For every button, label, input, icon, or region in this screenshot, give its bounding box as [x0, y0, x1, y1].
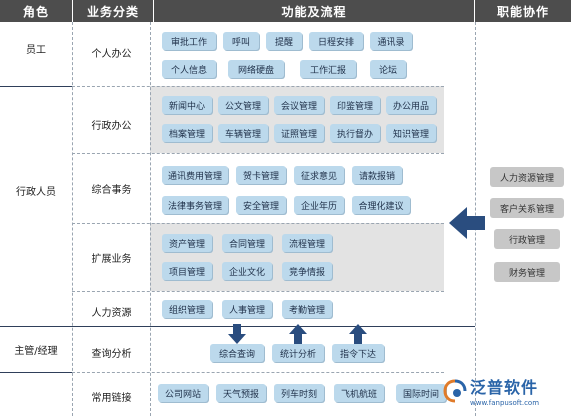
separator-row-3 — [72, 223, 444, 224]
pill-meeting[interactable]: 会议管理 — [274, 96, 324, 114]
header-category: 业务分类 — [73, 0, 153, 22]
pill-intl-time[interactable]: 国际时间 — [396, 384, 446, 402]
header-role: 角色 — [0, 0, 72, 22]
collab-finance[interactable]: 财务管理 — [494, 262, 560, 282]
pill-query[interactable]: 综合查询 — [210, 344, 264, 362]
pill-personal-info[interactable]: 个人信息 — [162, 60, 216, 78]
separator-row-6 — [72, 372, 444, 373]
pill-process[interactable]: 流程管理 — [282, 234, 332, 252]
category-query: 查询分析 — [91, 348, 132, 360]
arrow-down-icon — [228, 324, 246, 344]
pill-supervise[interactable]: 执行督办 — [330, 124, 380, 142]
pill-archive[interactable]: 档案管理 — [162, 124, 212, 142]
pill-call[interactable]: 呼叫 — [223, 32, 259, 50]
separator-role-1 — [0, 86, 72, 87]
pill-suggestion[interactable]: 合理化建议 — [352, 196, 410, 214]
pill-news[interactable]: 新闻中心 — [162, 96, 212, 114]
header-collab: 职能协作 — [475, 0, 571, 22]
role-manager: 主管/经理 — [14, 345, 58, 357]
collab-hr[interactable]: 人力资源管理 — [490, 167, 564, 187]
separator-row-4 — [72, 291, 444, 292]
pill-net-disk[interactable]: 网络硬盘 — [228, 60, 284, 78]
category-personal: 个人办公 — [91, 48, 132, 60]
arrow-up-icon — [349, 324, 367, 344]
pill-contacts[interactable]: 通讯录 — [370, 32, 412, 50]
pill-train[interactable]: 列车时刻 — [274, 384, 324, 402]
role-staff: 员工 — [26, 44, 46, 56]
pill-legal[interactable]: 法律事务管理 — [162, 196, 228, 214]
header-flow: 功能及流程 — [154, 0, 474, 22]
pill-flight[interactable]: 飞机航班 — [334, 384, 384, 402]
separator-row-1 — [72, 86, 444, 87]
pill-calendar[interactable]: 企业年历 — [294, 196, 344, 214]
pill-work-report[interactable]: 工作汇报 — [300, 60, 356, 78]
pill-website[interactable]: 公司网站 — [158, 384, 208, 402]
brand-name: 泛普软件 — [470, 378, 539, 397]
pill-statistics[interactable]: 统计分析 — [272, 344, 324, 362]
pill-supplies[interactable]: 办公用品 — [386, 96, 436, 114]
pill-approval[interactable]: 审批工作 — [162, 32, 216, 50]
arrow-up-icon — [289, 324, 307, 344]
pill-asset[interactable]: 资产管理 — [162, 234, 212, 252]
category-hr: 人力资源 — [91, 307, 132, 319]
pill-command[interactable]: 指令下达 — [332, 344, 384, 362]
pill-culture[interactable]: 企业文化 — [222, 262, 272, 280]
pill-forum[interactable]: 论坛 — [370, 60, 406, 78]
brand-logo-icon — [443, 379, 467, 403]
category-links: 常用链接 — [91, 392, 132, 404]
pill-remind[interactable]: 提醒 — [266, 32, 302, 50]
pill-attendance[interactable]: 考勤管理 — [282, 300, 332, 318]
category-affairs: 综合事务 — [91, 184, 132, 196]
pill-opinion[interactable]: 征求意见 — [294, 166, 344, 184]
collab-crm[interactable]: 客户关系管理 — [490, 198, 564, 218]
pill-document[interactable]: 公文管理 — [218, 96, 268, 114]
pill-reimburse[interactable]: 请款报销 — [352, 166, 402, 184]
brand-url: www.fanpusoft.com — [470, 399, 540, 407]
pill-safety[interactable]: 安全管理 — [236, 196, 286, 214]
pill-project[interactable]: 项目管理 — [162, 262, 212, 280]
pill-comm-fee[interactable]: 通讯费用管理 — [162, 166, 228, 184]
separator-role — [72, 22, 73, 416]
category-admin-office: 行政办公 — [91, 120, 132, 132]
pill-knowledge[interactable]: 知识管理 — [386, 124, 436, 142]
pill-seal[interactable]: 印鉴管理 — [330, 96, 380, 114]
pill-license[interactable]: 证照管理 — [274, 124, 324, 142]
pill-personnel[interactable]: 人事管理 — [222, 300, 272, 318]
separator-row-2 — [72, 153, 444, 154]
category-expand: 扩展业务 — [91, 253, 132, 265]
separator-role-3 — [0, 372, 72, 373]
arrow-left-icon — [449, 207, 485, 239]
pill-intelligence[interactable]: 竞争情报 — [282, 262, 332, 280]
separator-category — [150, 22, 151, 416]
pill-contract[interactable]: 合同管理 — [222, 234, 272, 252]
pill-organization[interactable]: 组织管理 — [162, 300, 212, 318]
pill-weather[interactable]: 天气预报 — [216, 384, 266, 402]
collab-admin[interactable]: 行政管理 — [494, 229, 560, 249]
pill-schedule[interactable]: 日程安排 — [309, 32, 363, 50]
pill-card[interactable]: 贺卡管理 — [236, 166, 286, 184]
pill-vehicle[interactable]: 车辆管理 — [218, 124, 268, 142]
role-admin: 行政人员 — [16, 186, 56, 198]
